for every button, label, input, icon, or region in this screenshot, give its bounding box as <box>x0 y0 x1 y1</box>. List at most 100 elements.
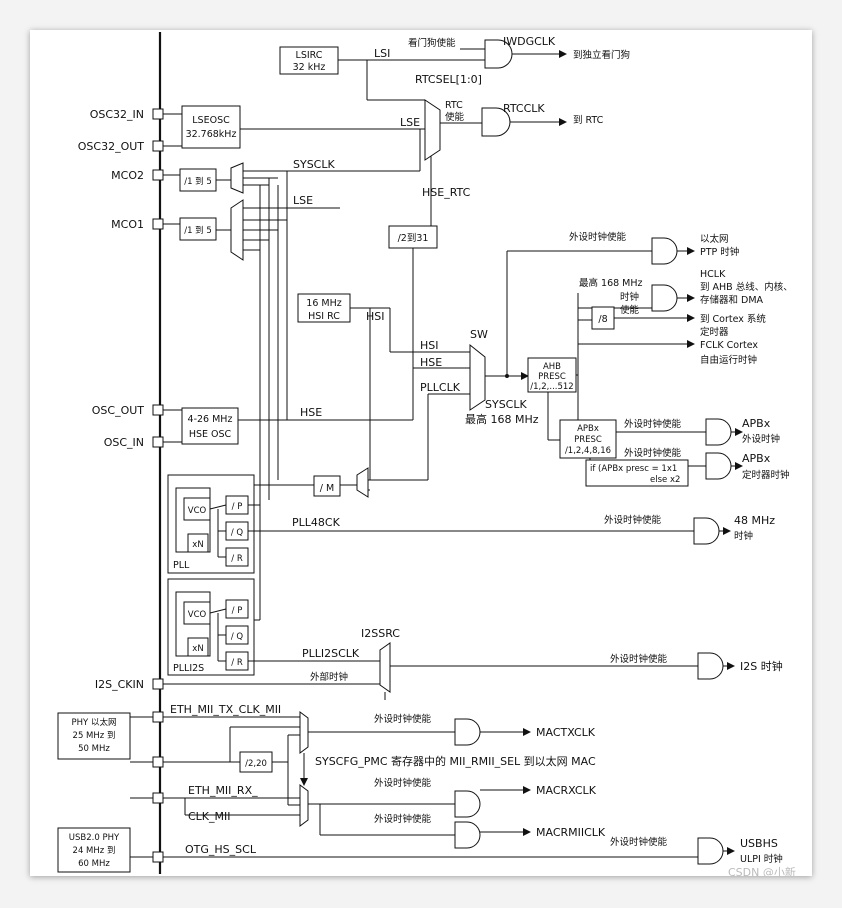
pin-osc32-out: OSC32_OUT <box>78 140 145 153</box>
output-usbhs-2: ULPI 时钟 <box>740 853 783 865</box>
rtc-mux <box>424 99 441 161</box>
signal-ext-clk: 外部时钟 <box>310 671 348 683</box>
mco1-div <box>179 217 217 241</box>
clock-tree-diagram: OSC32_IN OSC32_OUT MCO2 MCO1 OSC_OUT OSC… <box>57 32 796 876</box>
usbhs-and-gate <box>697 837 724 865</box>
apb-label: APBx <box>577 424 599 434</box>
plli2s-q-label: / Q <box>231 632 244 642</box>
enable-macrmii: 外设时钟使能 <box>374 813 432 825</box>
osc32-out-pin <box>152 140 164 152</box>
signal-eth-rx: ETH_MII_RX_ <box>188 784 258 797</box>
hclk-max: 最高 168 MHz <box>579 277 643 289</box>
pll-vco-label: VCO <box>188 506 207 516</box>
output-macrx: MACRXCLK <box>536 784 597 797</box>
output-macrmii: MACRMIICLK <box>536 826 606 839</box>
apb-div: /1,2,4,8,16 <box>565 446 611 456</box>
output-fclk-2: 自由运行时钟 <box>700 354 757 366</box>
pll-q-label: / Q <box>231 528 244 538</box>
usb-pin <box>152 851 164 863</box>
apbx-timer-and-gate <box>705 452 732 480</box>
pll-src-mux <box>356 467 369 498</box>
rtc-and-gate <box>481 107 511 137</box>
pin-osc-in: OSC_IN <box>104 436 144 449</box>
hseosc-freq: 4-26 MHz <box>188 414 233 425</box>
apb-timer-rule-2: else x2 <box>650 475 680 485</box>
phy-eth-freq-2: 50 MHz <box>78 744 110 754</box>
macrx-and-gate <box>454 790 481 818</box>
enable-i2s: 外设时钟使能 <box>610 653 668 665</box>
ahb-div: /1,2,...512 <box>530 382 573 392</box>
output-usbhs: USBHS <box>740 837 778 850</box>
mco1-div-label: /1 到 5 <box>184 226 212 236</box>
ptp-and-gate <box>651 237 678 265</box>
lsirc-label: LSIRC <box>296 50 323 61</box>
phy-usb-freq-2: 60 MHz <box>78 859 110 869</box>
apb-presc-block <box>559 419 617 459</box>
mco2-div-label: /1 到 5 <box>184 177 212 187</box>
rtc-div-label: /2到31 <box>398 232 429 244</box>
pin-i2s-ckin: I2S_CKIN <box>95 678 144 691</box>
ahb-presc: PRESC <box>538 372 566 382</box>
signal-i2ssrc: I2SSRC <box>361 627 400 640</box>
enable-usbhs: 外设时钟使能 <box>610 836 668 848</box>
pll-p-label: / P <box>232 502 243 512</box>
output-cortex-2: 定时器 <box>700 326 729 338</box>
phy-usb-block <box>57 827 131 873</box>
signal-hse: HSE <box>300 406 322 419</box>
enable-macrx: 外设时钟使能 <box>374 777 432 789</box>
signal-syscfg: SYSCFG_PMC 寄存器中的 MII_RMII_SEL 到以太网 MAC <box>315 754 596 768</box>
lseosc-block <box>181 105 241 149</box>
enable-apbx: 外设时钟使能 <box>624 418 682 430</box>
plli2s-p-label: / P <box>232 606 243 616</box>
signal-eth-tx: ETH_MII_TX_CLK_MII <box>170 703 281 716</box>
output-hclk: HCLK <box>700 269 726 280</box>
signal-lse-mco1: LSE <box>293 194 313 207</box>
phy-usb-label: USB2.0 PHY <box>69 833 120 843</box>
enable-ptp: 外设时钟使能 <box>569 231 627 243</box>
mco2-mux <box>230 162 244 194</box>
eth-div-label: /2,20 <box>245 759 267 769</box>
macrmii-and-gate <box>454 821 481 849</box>
enable-rtc-2: 使能 <box>445 111 465 123</box>
signal-pll48ck: PLL48CK <box>292 516 341 529</box>
pll-m-label: / M <box>320 483 334 494</box>
signal-pllclk: PLLCLK <box>420 381 461 394</box>
output-apbx-timer-2: 定时器时钟 <box>742 469 790 481</box>
mactx-and-gate <box>454 718 481 746</box>
signal-lsi: LSI <box>374 47 390 60</box>
output-hclk-2: 到 AHB 总线、内核、 <box>700 281 793 293</box>
pin-mco1: MCO1 <box>111 218 144 231</box>
output-to-rtc: 到 RTC <box>573 114 604 126</box>
enable-clock: 时钟 <box>620 291 639 303</box>
plli2s-xn <box>187 637 209 657</box>
hsirc-label: HSI RC <box>308 311 340 322</box>
apbx-and-gate <box>705 418 732 446</box>
hclk-and-gate <box>651 284 678 312</box>
i2s-and-gate <box>697 652 724 680</box>
ahb-presc-block <box>527 357 577 393</box>
pll-m-block <box>313 475 341 497</box>
signal-sysclk-mco2: SYSCLK <box>293 158 335 171</box>
apb-presc: PRESC <box>574 435 602 445</box>
hseosc-block <box>181 407 239 445</box>
hsirc-block <box>297 293 351 323</box>
output-hclk-3: 存储器和 DMA <box>700 294 764 306</box>
output-i2s: I2S 时钟 <box>740 659 783 673</box>
plli2s-name: PLLI2S <box>173 663 204 674</box>
sw-mux <box>469 343 486 411</box>
signal-eth-rx-2: CLK_MII <box>188 810 231 823</box>
clk48-and-gate <box>693 517 720 545</box>
phy-eth-freq: 25 MHz 到 <box>73 731 116 741</box>
pll-xn-label: xN <box>192 540 203 550</box>
eth-rx-pin <box>152 792 164 804</box>
osc-out-pin <box>152 404 164 416</box>
hsirc-freq: 16 MHz <box>306 298 341 309</box>
pll-r-label: / R <box>231 554 243 564</box>
enable-48mhz: 外设时钟使能 <box>604 514 662 526</box>
phy-usb-freq: 24 MHz 到 <box>73 846 116 856</box>
osc32-in-pin <box>152 108 164 120</box>
i2s-mux <box>379 642 391 693</box>
signal-hsi-2: HSI <box>420 339 439 352</box>
output-apbx-2: 外设时钟 <box>742 433 780 445</box>
wdg-and-gate <box>484 39 513 69</box>
